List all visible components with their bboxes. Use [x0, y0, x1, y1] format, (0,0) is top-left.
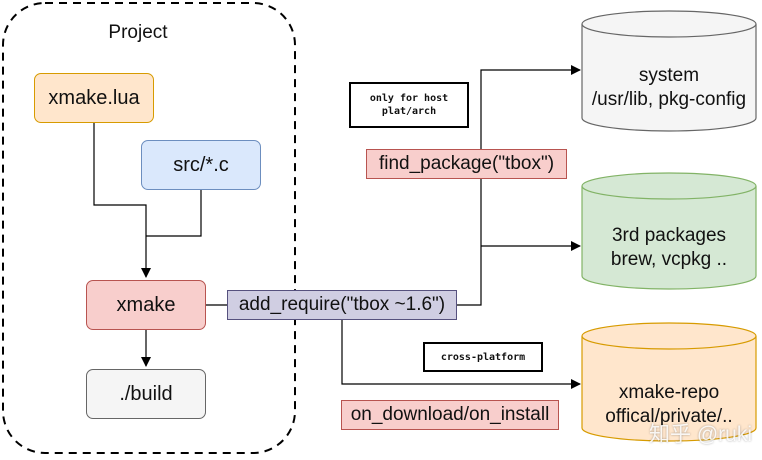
edge-addrequire-branch [457, 65, 581, 306]
xmake-lua-node: xmake.lua [34, 73, 154, 123]
find-package-label: find_package("tbox") [366, 149, 567, 179]
third-packages-title: 3rd packages [611, 225, 727, 246]
edge-xmakelua-xmake [93, 123, 151, 278]
host-only-note-line2: plat/arch [381, 106, 437, 117]
third-packages-subtitle: brew, vcpkg .. [610, 249, 728, 270]
add-require-label: add_require("tbox ~1.6") [227, 290, 457, 320]
system-cylinder [581, 10, 757, 132]
xmake-repo-text: xmake-repo offical/private/.. [582, 381, 756, 429]
xmake-node: xmake [86, 280, 206, 330]
host-only-note-line1: only for host [369, 93, 449, 104]
edge-addrequire-repo [341, 320, 581, 389]
xmake-repo-subtitle: offical/private/.. [605, 406, 733, 427]
xmake-repo-cylinder [581, 322, 757, 442]
third-packages-text: 3rd packages brew, vcpkg .. [582, 224, 756, 272]
host-only-note: only for host plat/arch [349, 82, 469, 128]
system-text: system /usr/lib, pkg-config [582, 64, 756, 112]
third-packages-cylinder [581, 172, 757, 290]
system-subtitle: /usr/lib, pkg-config [591, 89, 747, 110]
watermark: 知乎 @ruki [649, 423, 752, 446]
cross-platform-note: cross-platform [423, 342, 543, 372]
src-node: src/*.c [141, 140, 261, 190]
project-container [2, 2, 296, 454]
system-title: system [638, 65, 700, 86]
edge-src-xmake [146, 190, 202, 237]
build-node: ./build [86, 369, 206, 419]
project-title: Project [108, 22, 168, 43]
on-download-label: on_download/on_install [341, 400, 559, 430]
xmake-repo-title: xmake-repo [618, 382, 720, 403]
